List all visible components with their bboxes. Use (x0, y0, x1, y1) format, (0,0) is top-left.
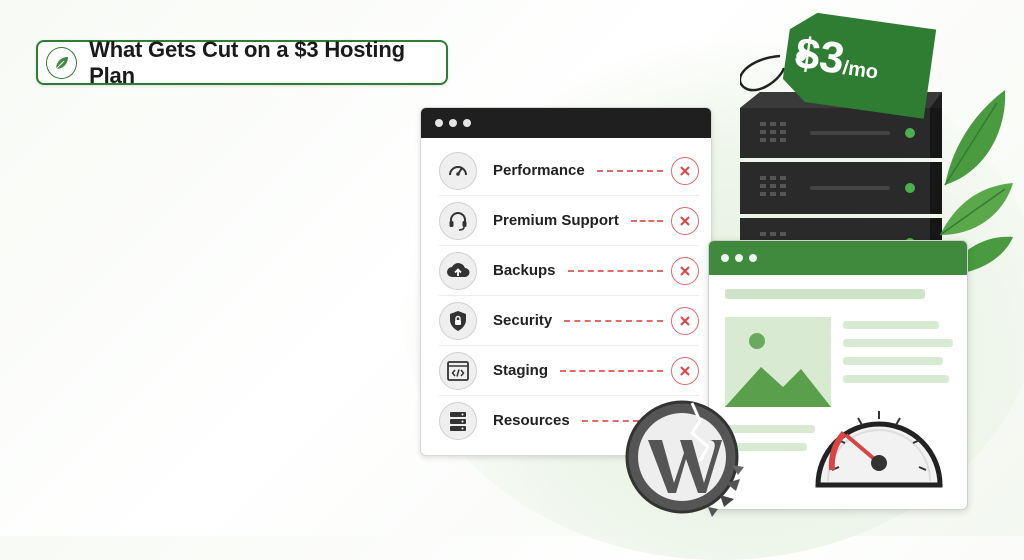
window-dot (435, 119, 443, 127)
x-mark-icon (671, 206, 699, 235)
list-item: Security (439, 296, 699, 346)
list-item-label: Resources (493, 412, 570, 429)
list-item-label: Security (493, 312, 553, 329)
dashed-connector (564, 319, 663, 322)
leaf-icon (46, 46, 78, 79)
list-item-label: Backups (493, 262, 556, 279)
speed-gauge-icon (815, 411, 943, 488)
window-dot (463, 119, 471, 127)
list-item: Premium Support (439, 196, 699, 246)
window-dot (735, 254, 743, 262)
wordpress-logo-cracked-icon (625, 400, 744, 517)
plant-leaves-decoration (939, 90, 1013, 275)
list-item: Resources (439, 396, 699, 445)
headset-icon (439, 201, 477, 240)
x-mark-icon (671, 356, 699, 385)
window-titlebar (421, 108, 711, 138)
window-dot (449, 119, 457, 127)
price-amount: $3 (792, 28, 848, 84)
dashed-connector (560, 369, 663, 372)
dashed-connector (567, 269, 663, 272)
browser-titlebar (709, 241, 967, 275)
window-dot (721, 254, 729, 262)
x-mark-icon (671, 256, 699, 285)
dashed-connector (581, 419, 639, 422)
x-mark-icon (671, 156, 699, 185)
shield-lock-icon (439, 301, 477, 340)
dashed-connector (596, 169, 663, 172)
x-mark-icon (671, 306, 699, 335)
price-unit: /mo (841, 56, 880, 84)
list-item: Staging (439, 346, 699, 396)
title-badge: What Gets Cut on a $3 Hosting Plan (36, 37, 448, 88)
list-item: Backups (439, 246, 699, 296)
code-window-icon (439, 351, 477, 390)
cloud-upload-icon (439, 251, 477, 290)
server-stack-icon (439, 401, 477, 440)
list-item-label: Premium Support (493, 212, 619, 229)
list-item: Performance (439, 146, 699, 196)
webpage-wireframe (725, 289, 953, 451)
window-dot (749, 254, 757, 262)
price-tag-icon (740, 12, 937, 119)
speedometer-icon (439, 151, 477, 190)
features-checklist-window: Performance Premium Support (420, 107, 712, 456)
list-item-label: Performance (493, 162, 585, 179)
dashed-connector (630, 219, 663, 222)
page-title: What Gets Cut on a $3 Hosting Plan (89, 36, 405, 88)
list-item-label: Staging (493, 362, 548, 379)
